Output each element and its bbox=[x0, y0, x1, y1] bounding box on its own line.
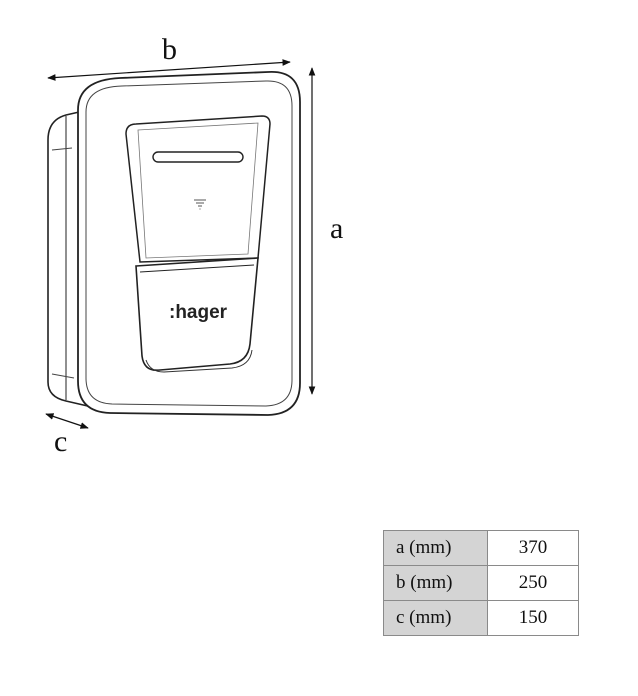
side-groove bbox=[51, 147, 73, 151]
charger-face-panel bbox=[125, 115, 271, 263]
dimension-value-cell: 250 bbox=[487, 565, 579, 601]
table-row: b (mm) 250 bbox=[383, 565, 579, 601]
side-groove bbox=[51, 373, 75, 379]
socket-cover-bottom-lip bbox=[145, 349, 253, 373]
charger-dimension-drawing: :hager b a c bbox=[45, 33, 343, 458]
dimensions-table: a (mm) 370 b (mm) 250 c (mm) 150 bbox=[383, 530, 579, 636]
dimension-name-cell: c (mm) bbox=[383, 600, 488, 636]
dimension-name-cell: a (mm) bbox=[383, 530, 488, 566]
dimension-a-label: a bbox=[330, 212, 343, 245]
table-row: c (mm) 150 bbox=[383, 600, 579, 636]
table-row: a (mm) 370 bbox=[383, 530, 579, 566]
dimension-value-cell: 150 bbox=[487, 600, 579, 636]
dimension-b-arrow bbox=[47, 59, 291, 81]
led-status-bar bbox=[152, 151, 244, 163]
socket-cover-top-edge bbox=[139, 264, 255, 273]
rfid-icon bbox=[194, 199, 206, 210]
face-panel-inner-edge bbox=[137, 122, 259, 259]
brand-logo: :hager bbox=[169, 302, 228, 323]
dimension-c-label: c bbox=[54, 425, 67, 458]
dimension-b-label: b bbox=[162, 33, 177, 66]
charger-front-inner-edge bbox=[85, 80, 293, 407]
dimension-c-arrow bbox=[45, 413, 89, 429]
dimension-name-cell: b (mm) bbox=[383, 565, 488, 601]
socket-cover bbox=[135, 257, 259, 372]
dimension-value-cell: 370 bbox=[487, 530, 579, 566]
